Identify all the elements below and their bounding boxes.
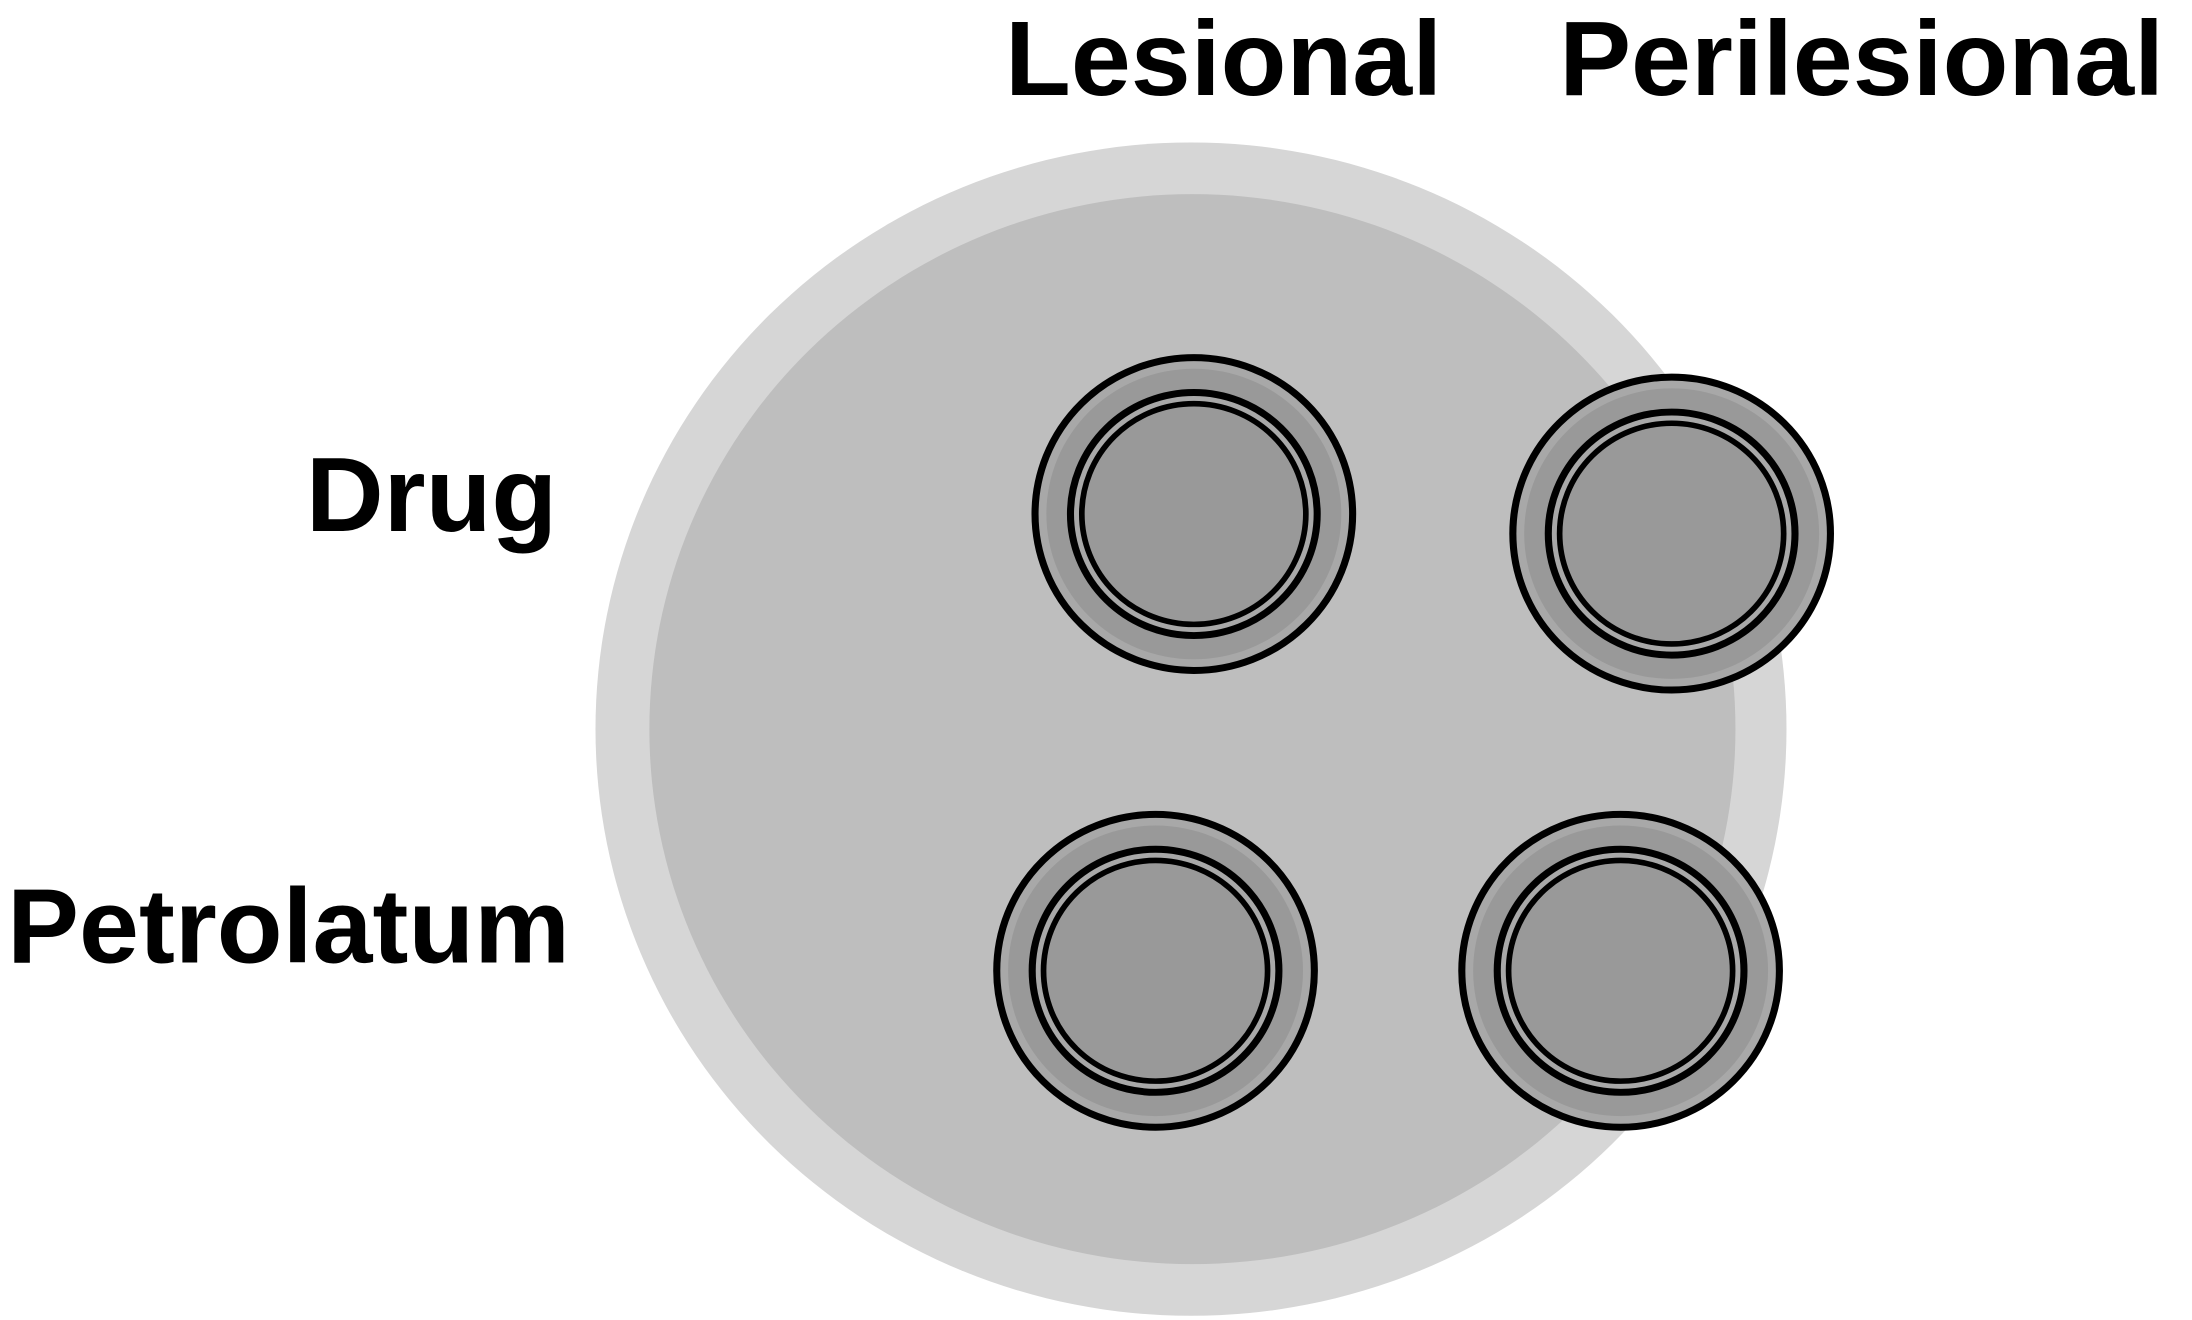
site-core xyxy=(1505,857,1736,1084)
site-petrolatum-lesional xyxy=(993,810,1318,1131)
site-core xyxy=(1040,857,1271,1084)
site-petrolatum-perilesional xyxy=(1458,810,1783,1131)
column-label-lesional: Lesional xyxy=(1005,0,1442,118)
site-core xyxy=(1078,400,1309,628)
site-drug-lesional xyxy=(1031,354,1357,674)
column-label-perilesional: Perilesional xyxy=(1559,0,2164,118)
site-core xyxy=(1556,420,1787,647)
site-drug-perilesional xyxy=(1509,373,1834,694)
row-label-drug: Drug xyxy=(306,435,557,554)
row-label-petrolatum: Petrolatum xyxy=(7,866,570,985)
